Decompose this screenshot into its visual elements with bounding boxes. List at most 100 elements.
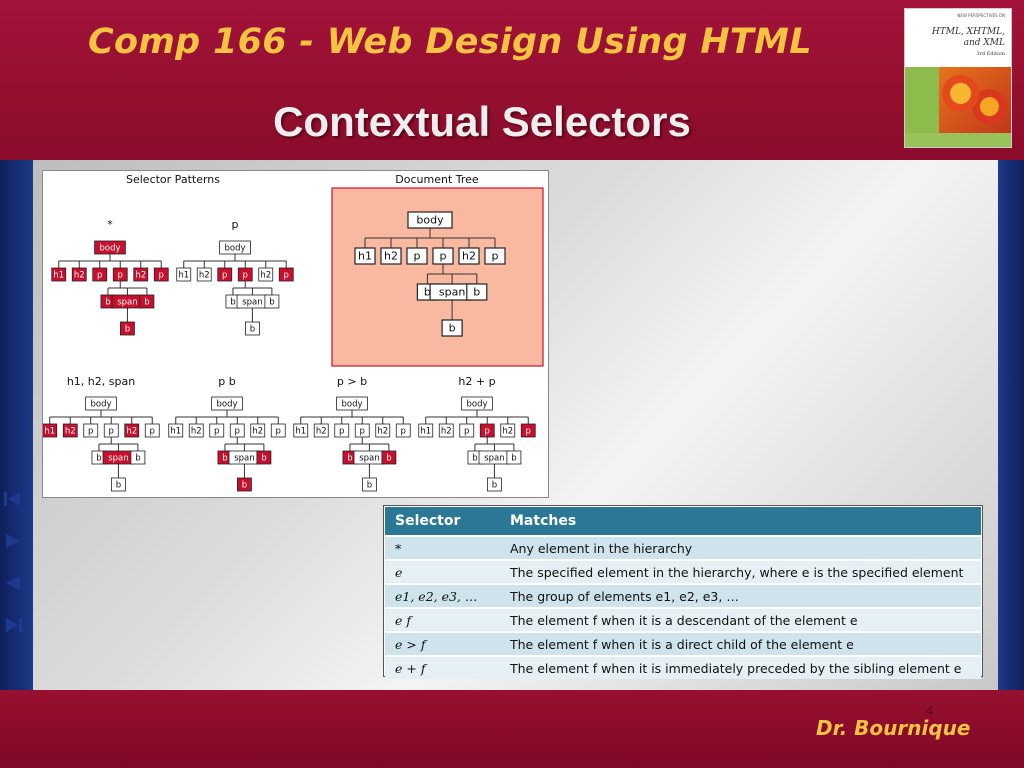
tree-node-label: span	[108, 453, 128, 463]
tree-node-label: h2	[384, 250, 398, 263]
tree-node	[395, 423, 411, 438]
tree-node	[278, 267, 294, 282]
tree-node	[258, 267, 274, 282]
left-border	[0, 160, 33, 690]
tree-node	[124, 423, 140, 438]
tree-node-label: span	[439, 286, 465, 299]
tree-node-label: b	[242, 480, 247, 490]
tree-node-label: h2	[441, 426, 452, 436]
tree-node	[237, 267, 253, 282]
tree-node	[62, 423, 78, 438]
tree-node	[92, 267, 108, 282]
tree-node-label: p	[414, 250, 421, 263]
book-cover-strip	[905, 67, 939, 133]
tree-node-label: h1	[44, 426, 55, 436]
pattern-label: *	[107, 218, 113, 231]
pattern-label: p > b	[337, 375, 367, 388]
tree-node-label: p	[440, 250, 447, 263]
tree-node-label: p	[118, 270, 123, 280]
tree-node-label: b	[347, 453, 352, 463]
tree-node	[71, 267, 87, 282]
right-border	[998, 160, 1024, 690]
tree-node	[245, 321, 260, 336]
tree-node-label: h1	[170, 426, 181, 436]
tree-node-label: h2	[377, 426, 388, 436]
next-slide-icon[interactable]	[2, 530, 24, 552]
tree-node	[381, 450, 397, 465]
tree-node	[85, 396, 117, 411]
tree-node-label: body	[90, 399, 111, 409]
book-cover-flower	[939, 67, 1011, 133]
selector-matches-table: Selector Matches *Any element in the hie…	[383, 505, 983, 679]
tree-node-label: h1	[358, 250, 372, 263]
tree-node-label: b	[511, 453, 516, 463]
tree-node-label: p	[109, 426, 114, 436]
book-series-text: NEW PERSPECTIVES ON	[957, 13, 1005, 18]
tree-node-label: p	[88, 426, 93, 436]
course-title: Comp 166 - Web Design Using HTML	[88, 22, 812, 62]
header-selector: Selector	[385, 507, 500, 536]
tree-node	[217, 267, 233, 282]
tree-node-label: p	[492, 250, 499, 263]
tree-node-label: h1	[420, 426, 431, 436]
author-name: Dr. Bournique	[816, 716, 971, 740]
tree-node-label: span	[359, 453, 379, 463]
selector-cell: e	[385, 559, 500, 584]
pattern-label: h1, h2, span	[67, 375, 135, 388]
tree-node-label: h2	[260, 270, 271, 280]
tree-node-label: b	[367, 480, 372, 490]
last-slide-icon[interactable]	[2, 614, 24, 636]
tree-node-label: span	[234, 453, 254, 463]
tree-node-label: b	[125, 324, 130, 334]
tree-node-label: b	[472, 453, 477, 463]
tree-node	[406, 247, 428, 265]
tree-node	[43, 423, 58, 438]
tree-node	[441, 319, 463, 337]
tree-node-label: h2	[74, 270, 85, 280]
previous-slide-icon[interactable]	[2, 572, 24, 594]
tree-node	[176, 267, 192, 282]
book-cover-bottom	[905, 133, 1011, 147]
tree-node-label: h2	[191, 426, 202, 436]
table-row: *Any element in the hierarchy	[385, 535, 981, 560]
tree-node	[458, 247, 480, 265]
selector-cell: e f	[385, 607, 500, 632]
tree-node-label: p	[360, 426, 365, 436]
pattern-label: h2 + p	[458, 375, 495, 388]
tree-node-label: p	[276, 426, 281, 436]
tree-node-label: span	[484, 453, 504, 463]
selector-cell: e1, e2, e3, …	[385, 583, 500, 608]
pattern-label: p	[232, 218, 239, 231]
tree-node-label: h2	[65, 426, 76, 436]
tree-node	[237, 477, 252, 492]
tree-node-label: h1	[178, 270, 189, 280]
tree-node	[209, 423, 225, 438]
tree-node-label: b	[449, 322, 456, 335]
book-title: HTML, XHTML, and XML 3rd Edition	[932, 27, 1005, 60]
tree-node-label: b	[424, 286, 431, 299]
tree-node-label: p	[222, 270, 227, 280]
tree-node	[375, 423, 391, 438]
tree-node	[144, 423, 160, 438]
header-band	[0, 0, 1024, 160]
tree-node-label: h2	[462, 250, 476, 263]
tree-node-label: b	[230, 297, 235, 307]
tree-node	[380, 247, 402, 265]
tree-node-label: body	[341, 399, 362, 409]
tree-node	[219, 240, 251, 255]
matches-cell: The group of elements e1, e2, e3, …	[500, 583, 981, 608]
tree-node-label: span	[117, 297, 137, 307]
tree-node-label: body	[224, 243, 245, 253]
first-slide-icon[interactable]	[2, 488, 24, 510]
tree-node	[130, 450, 146, 465]
matches-cell: The specified element in the hierarchy, …	[500, 559, 981, 584]
tree-node-label: b	[96, 453, 101, 463]
tree-node	[103, 423, 119, 438]
tree-node	[264, 294, 280, 309]
